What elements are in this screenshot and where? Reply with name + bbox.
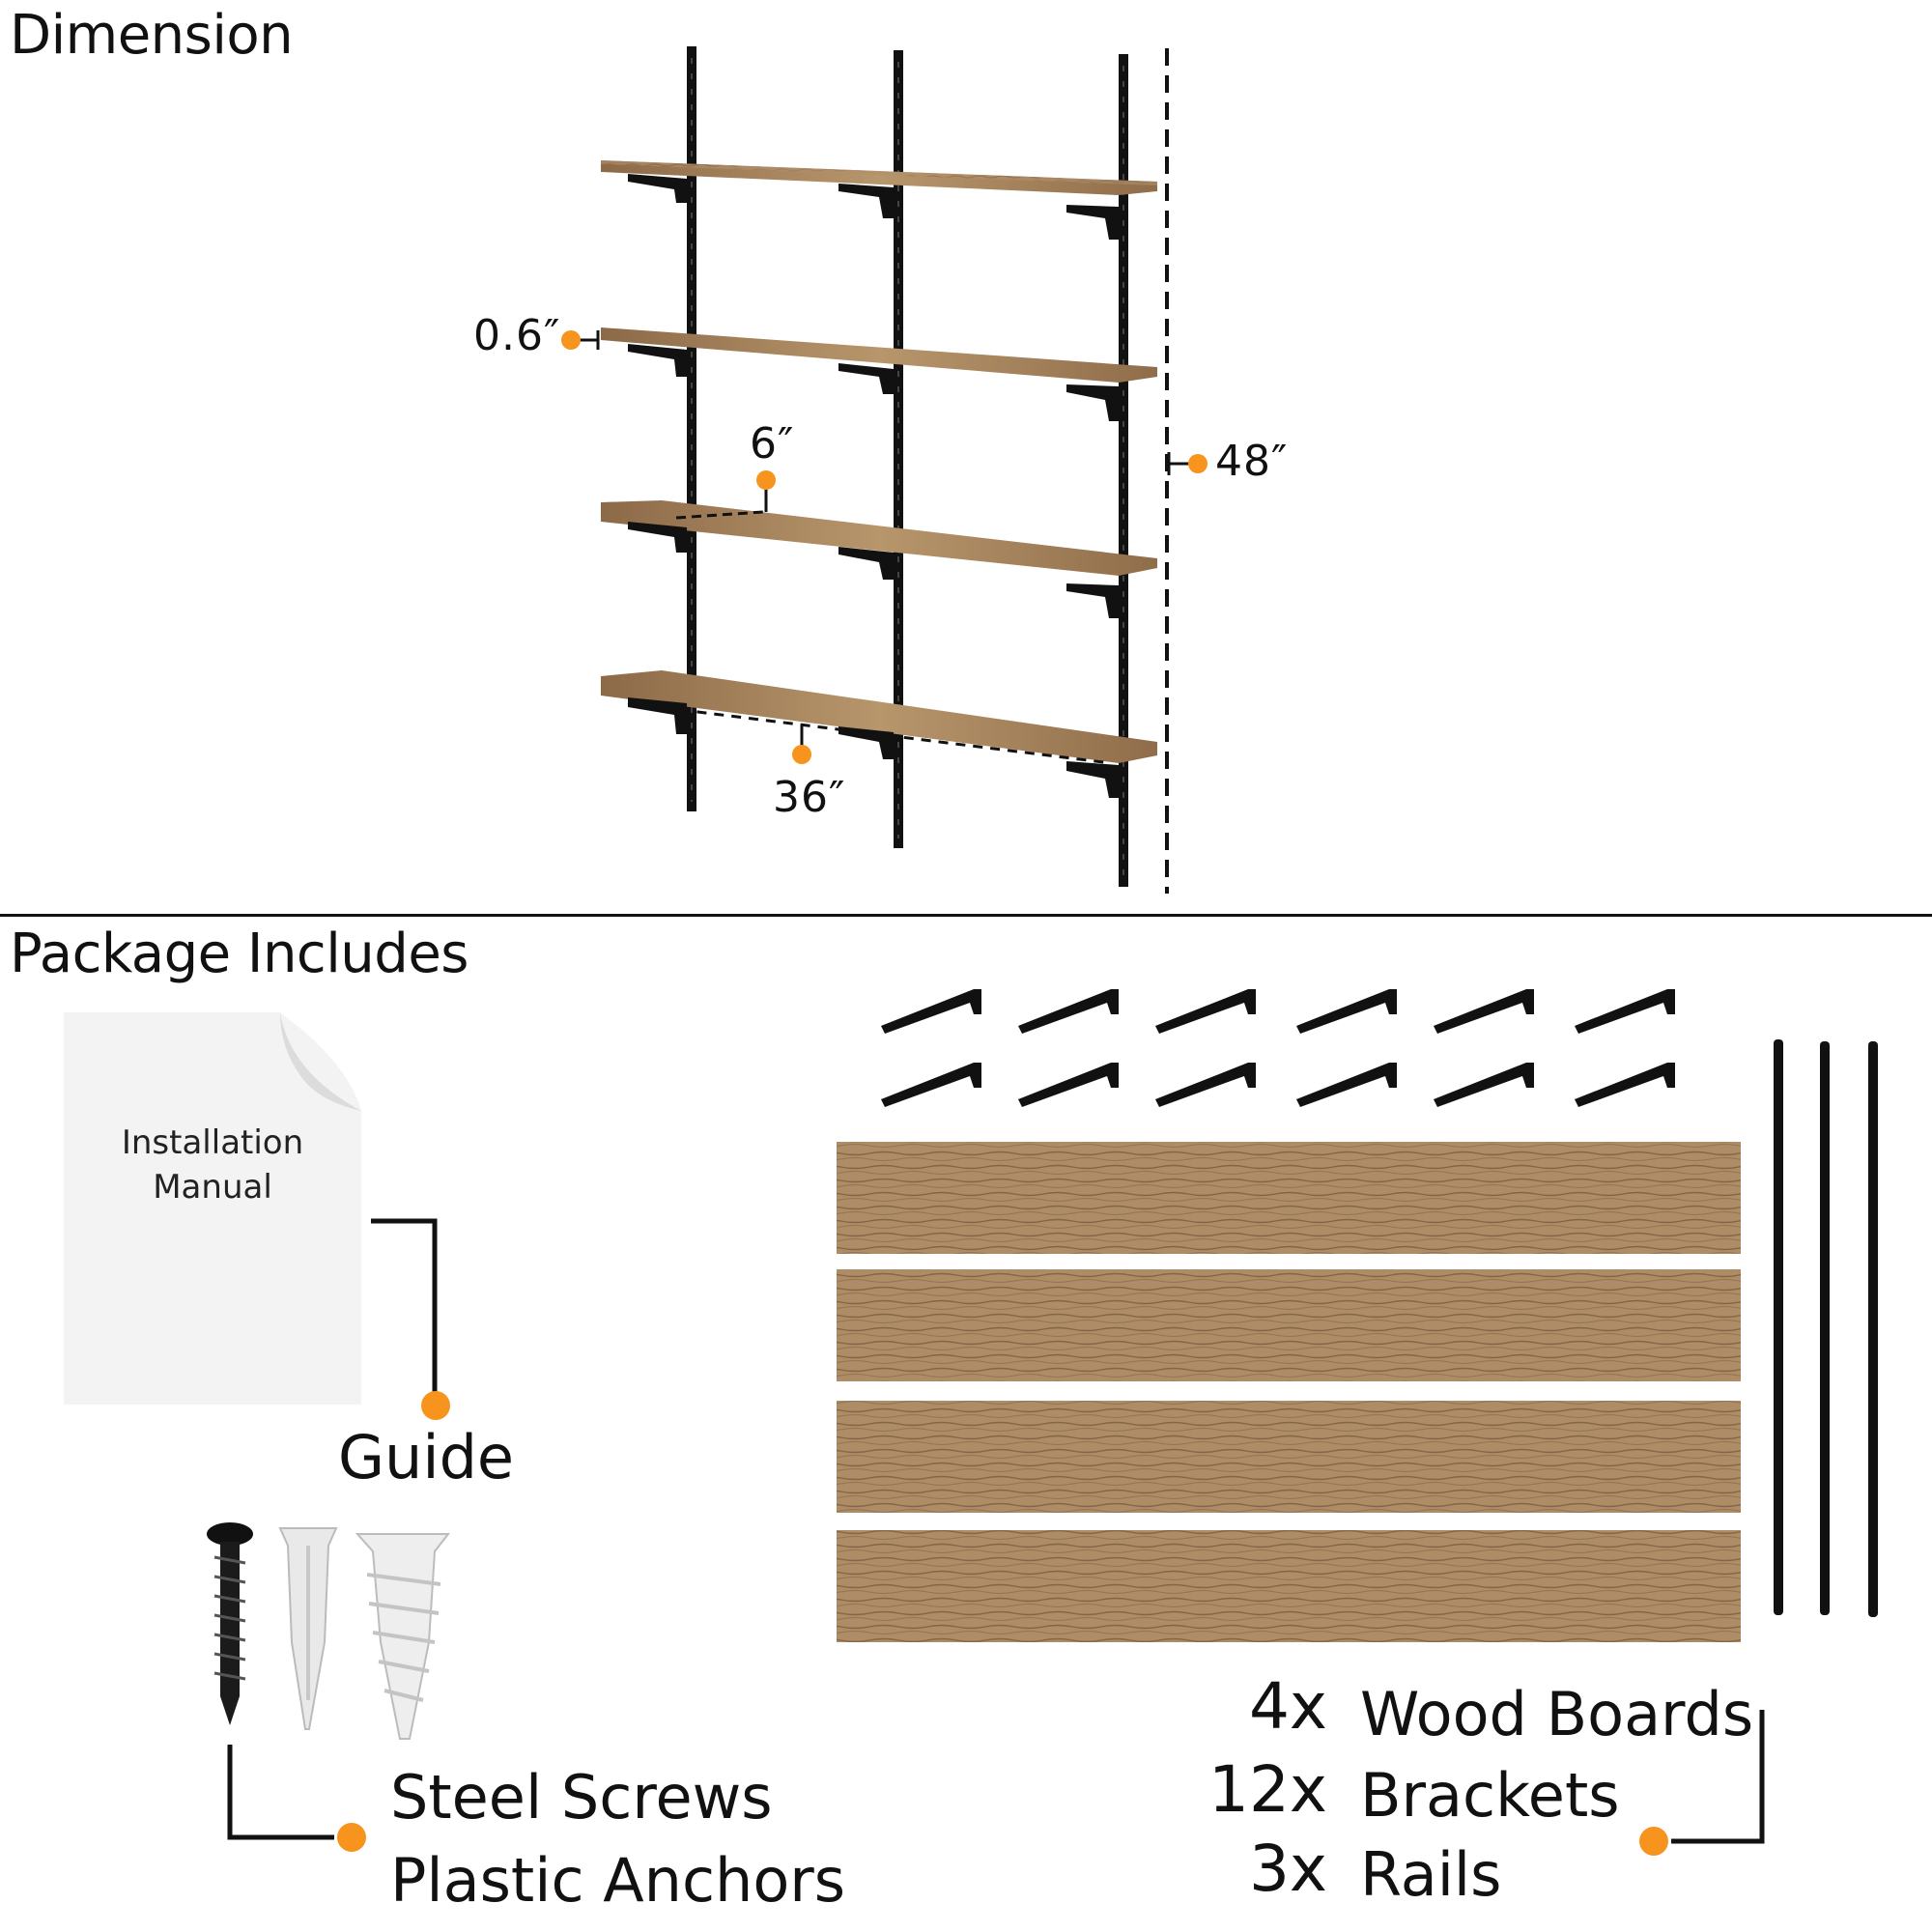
plastic-anchors-label: Plastic Anchors: [390, 1845, 846, 1916]
width-label: 36″: [773, 773, 846, 822]
dimension-heading: Dimension: [10, 4, 294, 67]
qty-brackets: 12x: [1208, 1752, 1327, 1827]
steel-screws-label: Steel Screws: [390, 1762, 773, 1833]
manual-text: Installation Manual: [121, 1123, 304, 1207]
section-divider: [0, 914, 1932, 917]
shelf-board-4: [601, 670, 1157, 763]
shelf-board-3: [601, 500, 1157, 576]
wood-board-3: [837, 1401, 1741, 1513]
height-label: 48″: [1215, 437, 1289, 486]
brackets-set: [881, 989, 1675, 1107]
depth-marker: [756, 470, 776, 490]
thickness-marker: [561, 330, 581, 350]
wood-board-1: [837, 1142, 1741, 1254]
qty-rails: 3x: [1248, 1832, 1327, 1906]
items-marker: [1639, 1827, 1668, 1856]
depth-label: 6″: [750, 419, 795, 469]
height-marker: [1188, 454, 1208, 473]
rails-set: [1774, 1039, 1878, 1617]
wood-board-2: [837, 1269, 1741, 1381]
qty-wood-boards: 4x: [1248, 1669, 1327, 1744]
thickness-label: 0.6″: [473, 311, 561, 360]
manual-sheet: [64, 1012, 361, 1405]
guide-marker: [421, 1391, 450, 1420]
guide-label: Guide: [338, 1422, 515, 1492]
item-wood-boards: Wood Boards: [1360, 1679, 1754, 1749]
hardware-marker: [337, 1823, 366, 1852]
wood-board-4: [837, 1530, 1741, 1642]
dimension-markers: [561, 330, 1208, 764]
guide-callout-line: [371, 1218, 438, 1403]
item-brackets: Brackets: [1360, 1760, 1620, 1831]
hardware-illustration: [207, 1522, 451, 1740]
shelf-assembly: [601, 46, 1157, 887]
hardware-callout-line: [227, 1745, 334, 1840]
package-heading: Package Includes: [10, 923, 469, 985]
width-marker: [792, 745, 811, 764]
item-rails: Rails: [1360, 1839, 1502, 1910]
shelf-board-2: [601, 327, 1157, 383]
wood-boards-set: [837, 1142, 1741, 1642]
items-callout-line: [1671, 1710, 1765, 1844]
